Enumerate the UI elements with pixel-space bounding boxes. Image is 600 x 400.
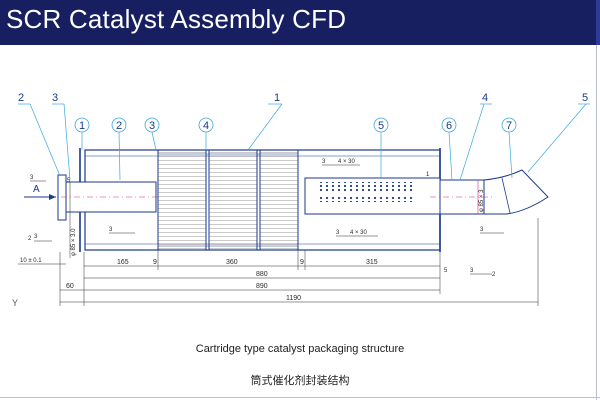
- svg-text:2: 2: [116, 120, 122, 132]
- svg-text:7: 7: [506, 120, 512, 132]
- svg-text:4: 4: [203, 120, 209, 132]
- inlet-flange: [57, 174, 67, 221]
- frame-bottom-border: [0, 397, 600, 398]
- weld-note-bottom: 3: [336, 230, 340, 236]
- dim-9a: 9: [153, 259, 157, 266]
- svg-text:5: 5: [378, 120, 384, 132]
- dim-60: 60: [66, 283, 74, 290]
- weld-note-top: 3: [322, 159, 326, 165]
- dim-9b: 9: [300, 259, 304, 266]
- dim-1190: 1190: [286, 295, 301, 302]
- caption-english: Cartridge type catalyst packaging struct…: [195, 343, 405, 355]
- svg-text:2: 2: [492, 272, 496, 278]
- dim-360: 360: [226, 259, 238, 266]
- outer-callout-3: 3: [52, 92, 58, 104]
- frame-right-border: [596, 45, 597, 400]
- outer-callout-5: 5: [582, 92, 588, 104]
- dim-315: 315: [366, 259, 378, 266]
- svg-text:3: 3: [34, 234, 38, 240]
- dim-165: 165: [117, 259, 129, 266]
- title-bar-edge: [596, 0, 600, 45]
- svg-text:4 × 30: 4 × 30: [338, 159, 356, 165]
- weld-note-left-top: 3: [30, 175, 34, 181]
- outlet-bend: [483, 169, 549, 215]
- caption-chinese: 筒式催化剂封装结构: [250, 374, 350, 387]
- axis-marker: Y: [12, 298, 19, 308]
- page-title: SCR Catalyst Assembly CFD: [6, 4, 347, 34]
- callout-1-label: 1: [79, 120, 85, 132]
- svg-text:3: 3: [149, 120, 155, 132]
- svg-text:5: 5: [444, 268, 448, 274]
- svg-text:4 × 30: 4 × 30: [350, 230, 368, 236]
- catalyst-cartridge-3: [259, 149, 299, 251]
- engineering-drawing: 1 2 3 4 5 6 7 2 3 1 4 5 A 3 2 3: [18, 92, 590, 306]
- catalyst-cartridge-2: [208, 149, 258, 251]
- inlet-diameter: φ 85 × 3.0: [71, 228, 77, 256]
- outer-callout-4: 4: [482, 92, 488, 104]
- left-dim-tolerance: 10 ± 0.1: [20, 258, 42, 264]
- dim-890: 890: [256, 283, 268, 290]
- arrow-label: A: [33, 184, 40, 195]
- svg-text:5: 5: [67, 178, 71, 184]
- svg-text:3: 3: [109, 227, 113, 233]
- svg-text:3: 3: [470, 268, 474, 274]
- outlet-diameter: φ 85 × 3: [479, 189, 485, 212]
- dim-880: 880: [256, 271, 268, 278]
- outer-callout-2: 2: [18, 92, 24, 104]
- svg-text:2: 2: [28, 236, 32, 242]
- dimension-lines: [59, 218, 539, 306]
- perforation-holes: [320, 182, 416, 192]
- svg-text:3: 3: [480, 227, 484, 233]
- catalyst-cartridge-1: [157, 149, 207, 251]
- outer-callout-1: 1: [274, 92, 280, 104]
- title-bar: SCR Catalyst Assembly CFD: [0, 0, 600, 45]
- svg-text:6: 6: [446, 120, 452, 132]
- svg-text:1: 1: [426, 172, 430, 178]
- callout-leaders: [18, 103, 590, 181]
